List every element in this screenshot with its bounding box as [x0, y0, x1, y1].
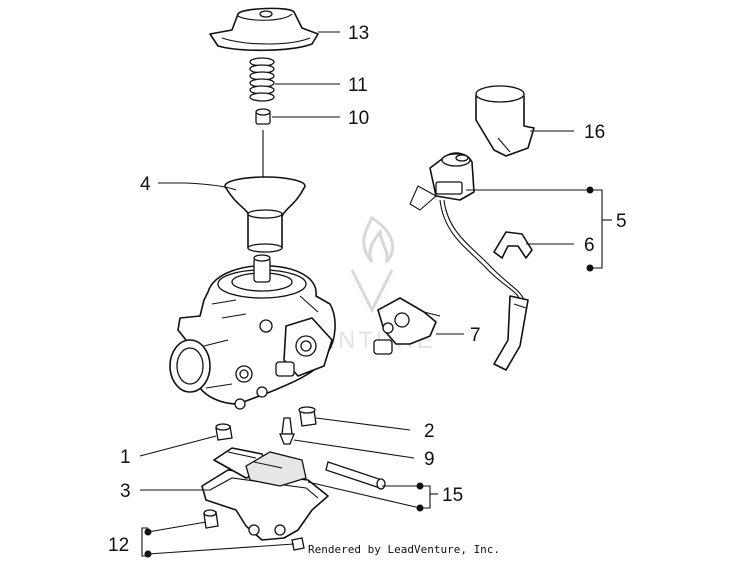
part-7-choke-valve [373, 297, 441, 355]
part-5-choke-cable [409, 152, 529, 371]
part-10-needle-clip [255, 108, 271, 125]
callout-7: 7 [470, 325, 481, 346]
callout-9: 9 [424, 449, 435, 470]
carburetor-body [169, 254, 336, 410]
callout-13: 13 [348, 23, 369, 44]
leader-dot [144, 528, 152, 536]
part-13-top-cover [209, 7, 319, 52]
callout-6: 6 [584, 235, 595, 256]
callout-16: 16 [584, 122, 605, 143]
callout-4: 4 [140, 174, 151, 195]
leader-dots [144, 186, 594, 558]
part-12-screws [203, 509, 305, 551]
part-15-float-pin [325, 461, 386, 490]
callout-11: 11 [348, 75, 368, 96]
part-3-float-bowl [201, 447, 329, 541]
leader-lines [139, 31, 612, 557]
part-11-spring [249, 57, 275, 102]
callout-12: 12 [108, 535, 129, 556]
callout-5: 5 [616, 211, 627, 232]
callout-3: 3 [120, 481, 131, 502]
part-6-cable-clip [493, 231, 533, 259]
callout-1: 1 [120, 447, 131, 468]
part-2-plug [298, 406, 317, 427]
callout-15: 15 [442, 485, 463, 506]
part-1-jet [215, 423, 233, 441]
leader-dot [586, 186, 594, 194]
part-9-float-needle [279, 417, 295, 445]
part-16-rubber-boot [475, 85, 535, 157]
leader-dot [586, 264, 594, 272]
callout-10: 10 [348, 108, 369, 129]
credit-text: Rendered by LeadVenture, Inc. [308, 543, 500, 556]
part-4-diaphragm-slide [224, 130, 306, 253]
callout-labels: 13 11 10 16 4 5 6 7 2 1 9 3 15 12 [108, 23, 627, 556]
leader-dot [144, 550, 152, 558]
callout-2: 2 [424, 421, 435, 442]
leader-dot [416, 504, 424, 512]
leader-dot [416, 482, 424, 490]
